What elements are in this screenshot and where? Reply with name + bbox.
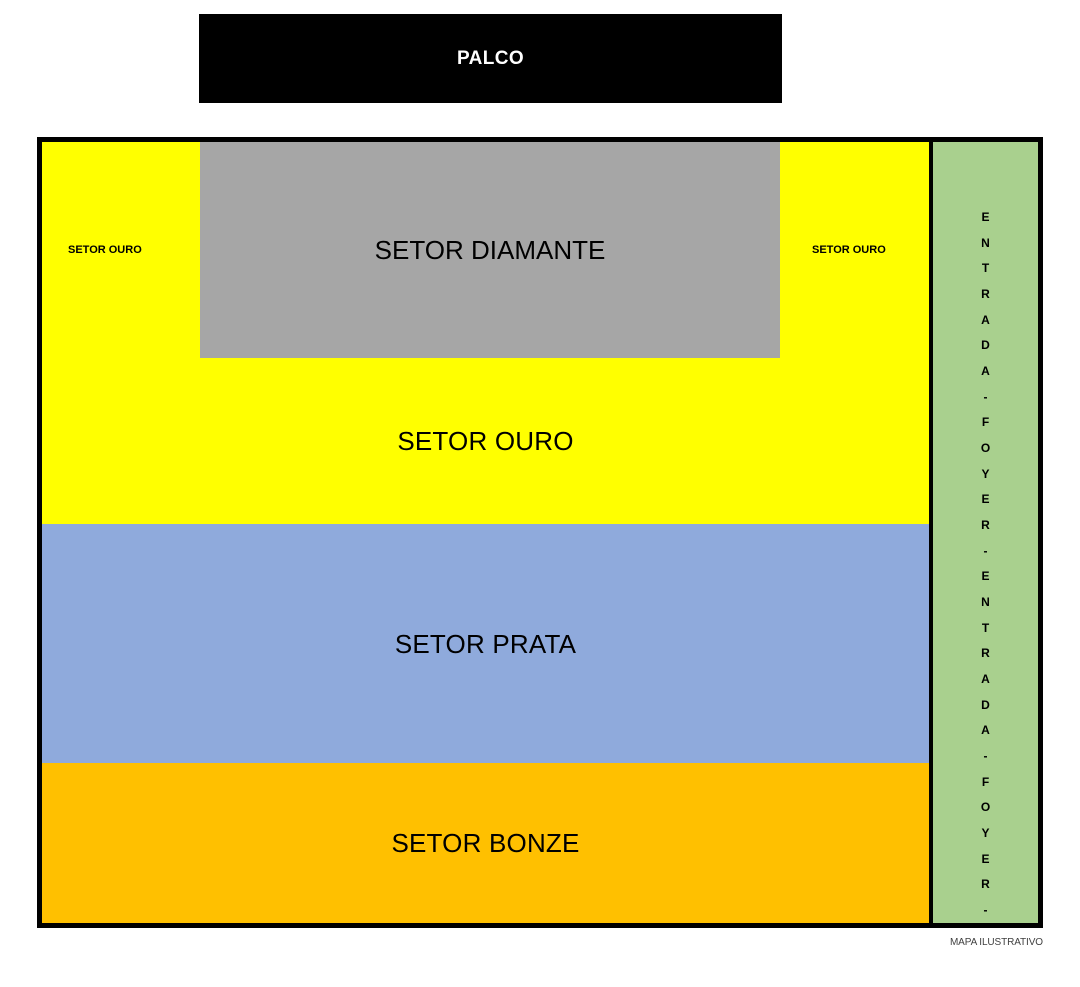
- foyer-char: F: [981, 415, 990, 430]
- foyer-char: A: [981, 363, 990, 378]
- foyer-char: F: [981, 774, 990, 789]
- foyer-char: O: [980, 800, 991, 815]
- foyer-char: -: [983, 902, 988, 917]
- foyer-char: -: [983, 389, 988, 404]
- foyer-char: A: [981, 723, 990, 738]
- foyer-char: N: [981, 235, 990, 250]
- stage-banner: PALCO: [199, 14, 782, 103]
- foyer-char: O: [980, 440, 991, 455]
- foyer-char: Y: [981, 825, 990, 840]
- foyer-char: E: [981, 569, 990, 584]
- sector-diamante-label: SETOR DIAMANTE: [374, 235, 606, 265]
- sector-bonze-label: SETOR BONZE: [391, 828, 580, 858]
- foyer-char: T: [981, 261, 990, 276]
- sector-prata[interactable]: SETOR PRATA: [42, 524, 929, 763]
- foyer-char: E: [981, 209, 990, 224]
- seating-area: SETOR DIAMANTE SETOR OURO SETOR OURO SET…: [42, 142, 929, 923]
- foyer-char: A: [981, 312, 990, 327]
- foyer-char: R: [981, 877, 990, 892]
- sector-diamante[interactable]: SETOR DIAMANTE: [200, 142, 780, 358]
- foyer-char: Y: [981, 466, 990, 481]
- sector-ouro-left-label: SETOR OURO: [68, 244, 142, 256]
- foyer-char: A: [981, 671, 990, 686]
- foyer-divider: [929, 142, 933, 923]
- foyer-char: T: [981, 620, 990, 635]
- foyer-char: D: [981, 338, 990, 353]
- foyer-char: E: [981, 851, 990, 866]
- foyer-char: D: [981, 697, 990, 712]
- foyer-char: E: [981, 492, 990, 507]
- foyer-char: -: [983, 543, 988, 558]
- foyer-char: R: [981, 517, 990, 532]
- venue-map: SETOR DIAMANTE SETOR OURO SETOR OURO SET…: [37, 137, 1043, 928]
- foyer-char: -: [983, 748, 988, 763]
- map-caption: MAPA ILUSTRATIVO: [949, 937, 1043, 948]
- foyer-char: R: [981, 286, 990, 301]
- foyer-char: R: [981, 646, 990, 661]
- sector-bonze[interactable]: SETOR BONZE: [42, 763, 929, 923]
- sector-ouro-right-label: SETOR OURO: [812, 244, 886, 256]
- stage-label: PALCO: [456, 48, 525, 69]
- foyer-char: N: [981, 594, 990, 609]
- sector-ouro-label: SETOR OURO: [397, 426, 574, 456]
- sector-ouro[interactable]: SETOR DIAMANTE SETOR OURO SETOR OURO SET…: [42, 142, 929, 524]
- sector-prata-label: SETOR PRATA: [394, 628, 577, 659]
